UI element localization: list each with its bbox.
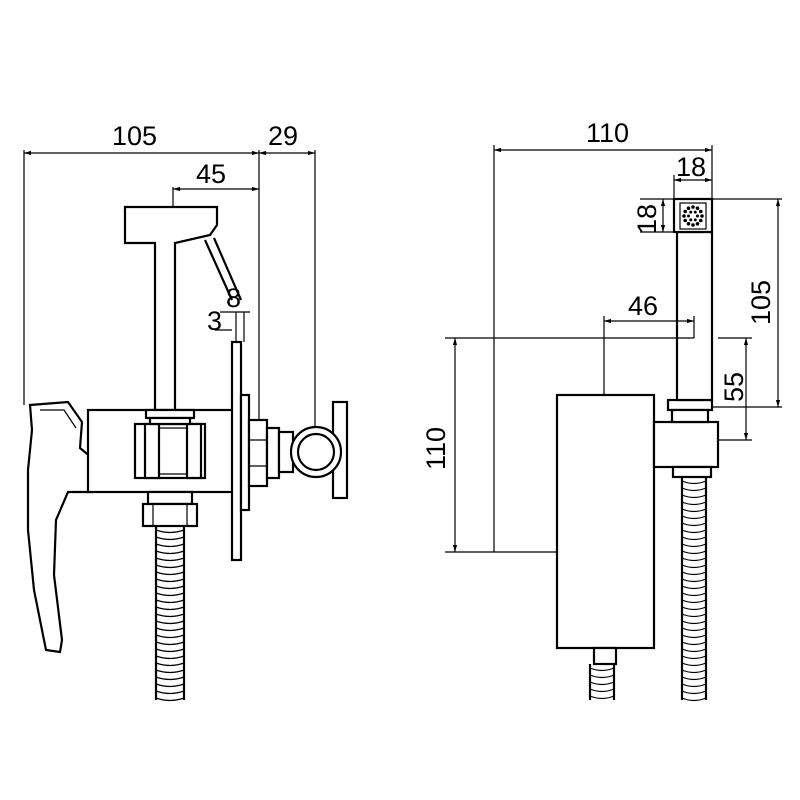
hose xyxy=(154,526,186,702)
dim-front-head: 18 xyxy=(676,152,706,182)
handset-trigger xyxy=(203,237,243,301)
front-body xyxy=(555,393,656,650)
dim-front-holder-height: 105 xyxy=(746,280,776,325)
front-hose-left xyxy=(588,664,616,700)
dim-front-offset: 46 xyxy=(628,291,658,321)
front-hose-right xyxy=(680,477,708,702)
front-view: 110 18 46 18 105 55 110 xyxy=(421,118,782,702)
dim-front-outlet-height: 55 xyxy=(719,372,749,402)
dim-front-head-height: 18 xyxy=(632,204,662,234)
lever-handle xyxy=(26,400,94,654)
dim-front-total-width: 110 xyxy=(586,118,629,148)
side-view: 105 29 45 8 3 xyxy=(23,121,349,702)
dim-side-outlet: 29 xyxy=(268,121,298,151)
dim-side-plate: 3 xyxy=(207,306,222,336)
wall-plate xyxy=(230,340,243,562)
dim-side-lever-gap: 8 xyxy=(226,283,241,313)
dim-side-total-width: 105 xyxy=(112,121,157,151)
handset-sprayer xyxy=(123,205,219,412)
dim-side-handset: 45 xyxy=(196,159,226,189)
dim-front-body-height: 110 xyxy=(421,427,451,470)
